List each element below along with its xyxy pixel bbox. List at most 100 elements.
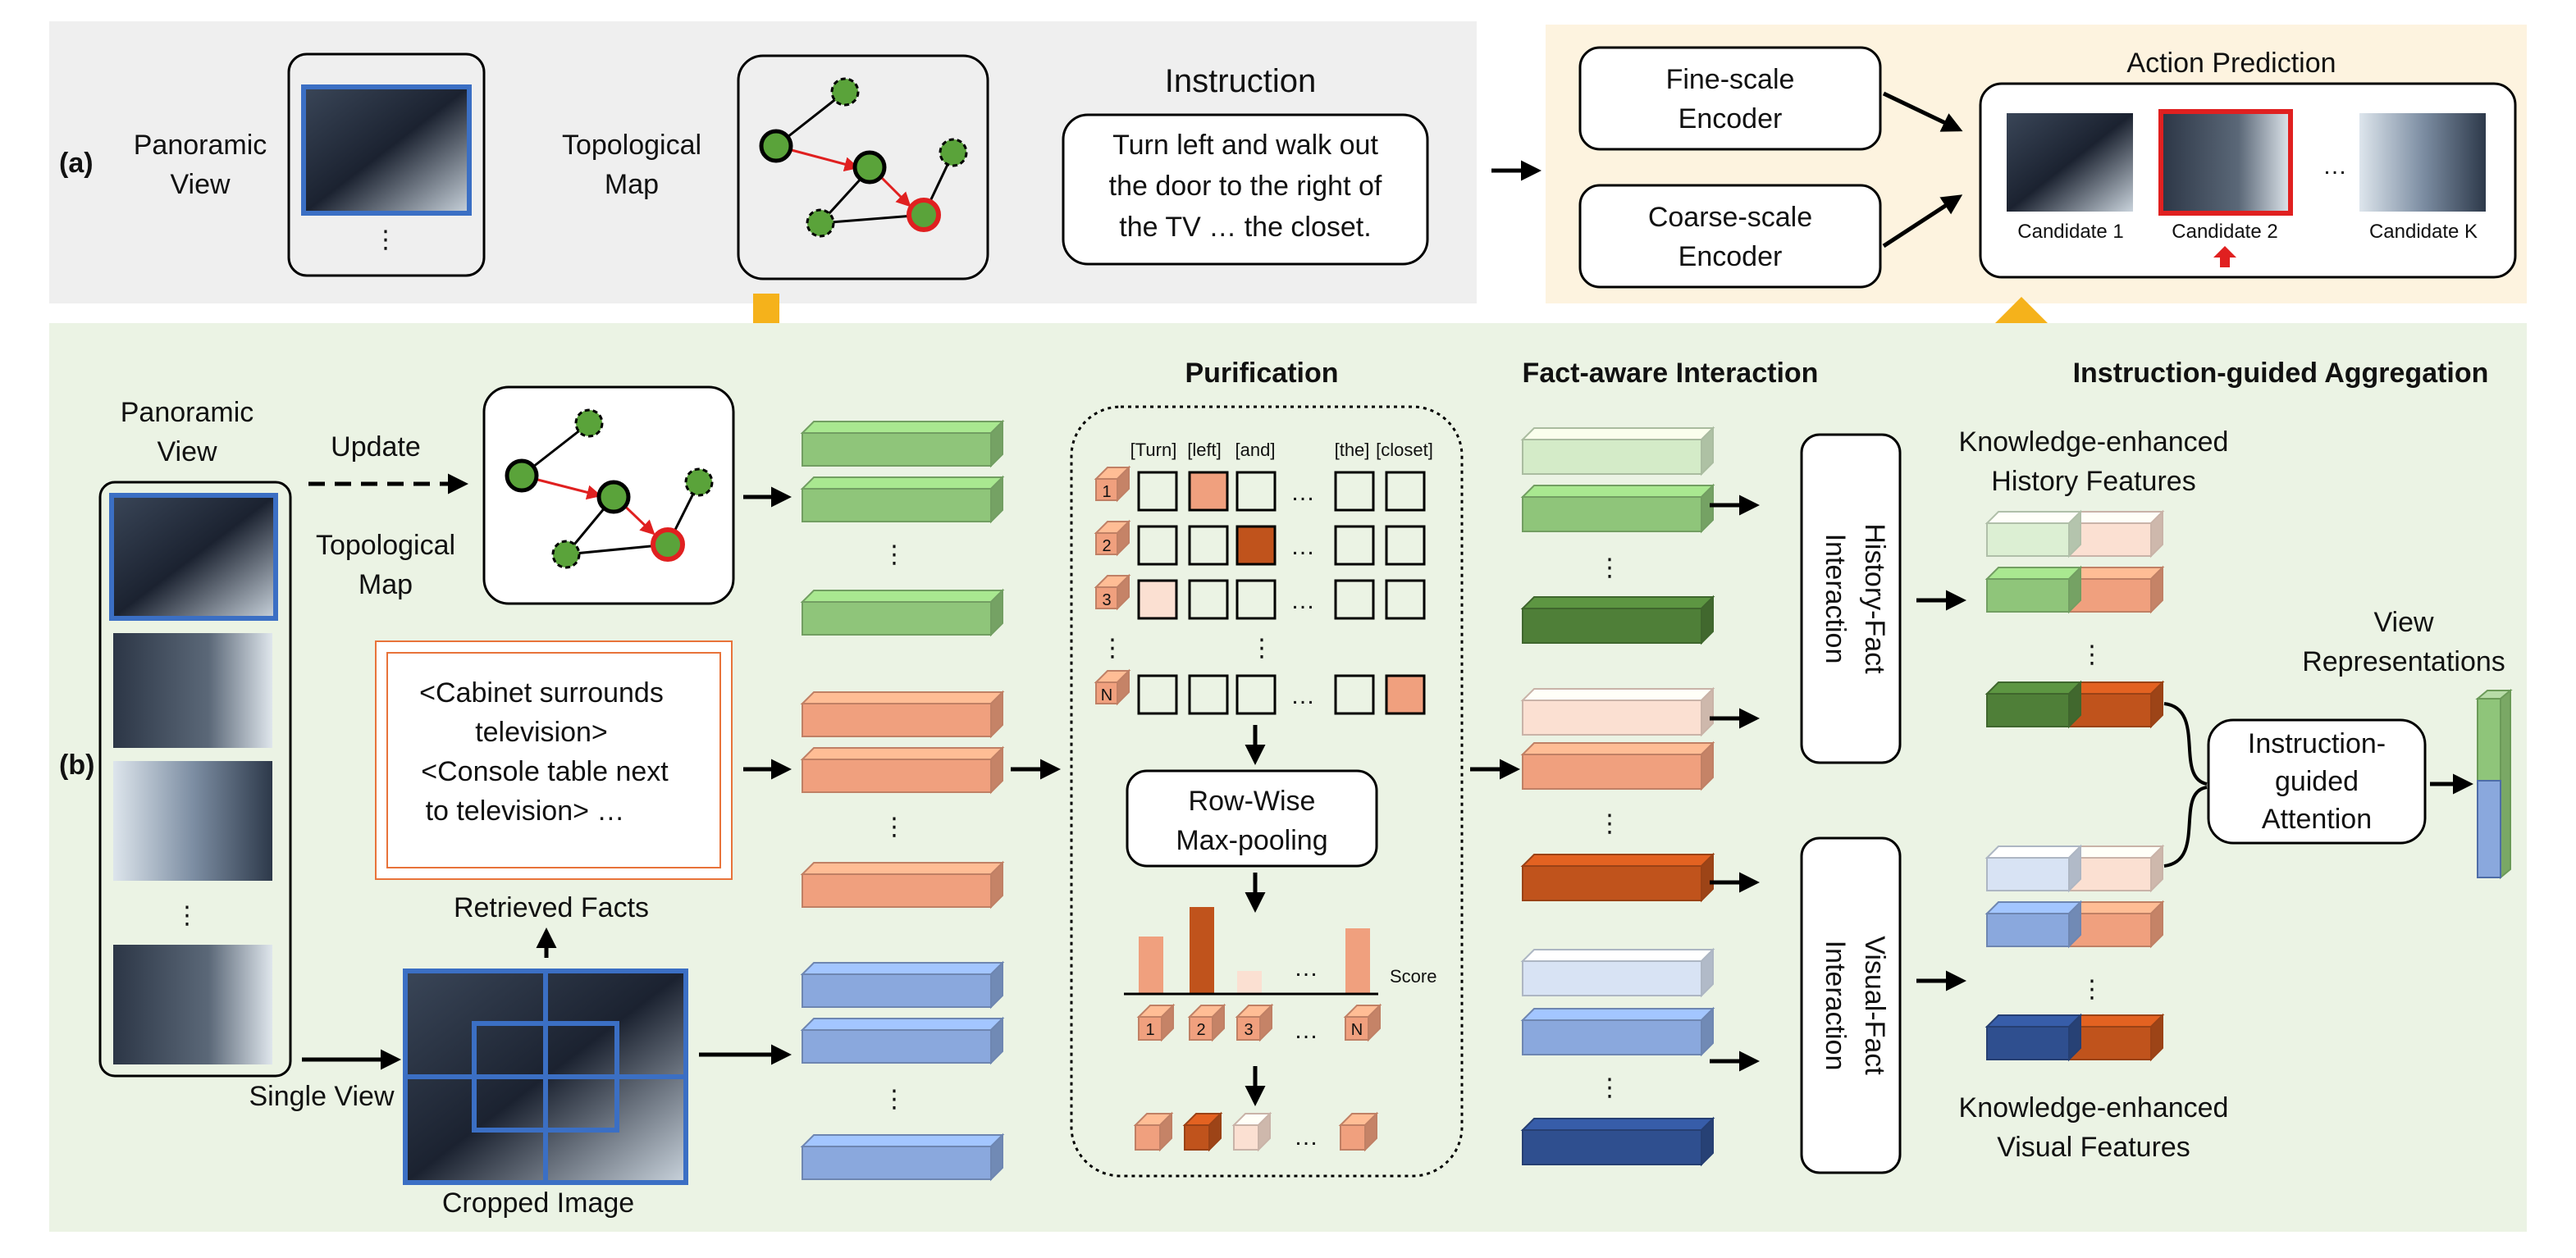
fact-interaction-bar <box>1520 852 1715 903</box>
fact-interaction-bar <box>1520 741 1715 791</box>
fine-encoder-line-2: Encoder <box>1679 103 1783 134</box>
selected-candidate-arrow-icon <box>2213 246 2236 267</box>
selected-fact-cube <box>1182 1111 1223 1152</box>
panorama-photo-3 <box>113 761 272 881</box>
matrix-cell <box>1188 471 1229 512</box>
matrix-cell <box>1334 471 1375 512</box>
row-wise-max-pooling-box <box>1126 769 1378 868</box>
history-feature-bar <box>800 419 1005 468</box>
score-bar <box>1139 937 1163 994</box>
topo-node-icon <box>830 77 860 107</box>
vertical-ellipsis: ⋮ <box>882 1086 907 1113</box>
visual-features-line-1: Knowledge-enhanced <box>1959 1092 2229 1124</box>
matrix-cell <box>1334 674 1375 715</box>
history-enhanced-feature <box>1985 509 2165 558</box>
vertical-ellipsis-b: ⋮ <box>175 902 199 929</box>
panorama-photo-1 <box>109 493 278 621</box>
visual-interaction-bar <box>1520 1116 1715 1167</box>
vertical-ellipsis: ⋮ <box>1597 810 1622 837</box>
attention-line-2: guided <box>2275 766 2359 797</box>
score-index-label: 1 <box>1145 1021 1154 1039</box>
vertical-ellipsis: ⋮ <box>1100 635 1125 662</box>
retrieved-facts-label: Retrieved Facts <box>454 892 649 923</box>
visual-enhanced-feature-fact-part <box>2067 844 2165 893</box>
panorama-photo-2 <box>113 633 272 748</box>
vertical-ellipsis: ⋮ <box>1597 1074 1622 1101</box>
selected-fact-cubes <box>1133 1111 1379 1152</box>
fact-interaction-title: Fact-aware Interaction <box>1523 358 1819 389</box>
fine-encoder-line-1: Fine-scale <box>1666 64 1795 95</box>
visual-fact-interaction-box <box>1800 836 1902 1174</box>
visual-enhanced-feature <box>1985 1013 2165 1062</box>
topo-node-icon <box>939 138 968 167</box>
history-enhanced-feature-base-part <box>1985 680 2083 729</box>
vertical-ellipsis: ⋮ <box>882 541 907 568</box>
fact-feature-bar <box>800 690 1005 739</box>
history-feature-bar <box>800 588 1005 637</box>
topo-node-icon <box>596 480 631 514</box>
retrieved-facts-box <box>375 640 733 880</box>
topo-node-icon <box>759 129 793 163</box>
candidate-2-label: Candidate 2 <box>2172 221 2277 243</box>
topo-node-icon <box>574 408 604 438</box>
instruction-title: Instruction <box>1165 63 1317 99</box>
score-dots: … <box>1294 955 1318 982</box>
pooling-line-1: Row-Wise <box>1189 786 1316 817</box>
history-enhanced-feature <box>1985 680 2165 729</box>
token-and: [and] <box>1235 440 1276 460</box>
interaction-feature-stacks: ⋮⋮⋮ <box>1520 426 1715 1167</box>
score-bar <box>1190 907 1214 994</box>
history-features-line-2: History Features <box>1991 466 2195 497</box>
vertical-ellipsis: ⋮ <box>882 814 907 841</box>
history-enhanced-feature-fact-part <box>2067 680 2165 729</box>
topo-graph-b <box>505 408 714 569</box>
matrix-dots: … <box>1290 587 1315 614</box>
instruction-line-2: the door to the right of <box>1109 171 1382 202</box>
score-label: Score <box>1390 966 1436 987</box>
topo-label-b1: Topological <box>316 530 455 561</box>
arrow-fine-to-prediction <box>1882 91 1963 132</box>
history-features-line-1: Knowledge-enhanced <box>1959 426 2229 458</box>
coarse-encoder-line-1: Coarse-scale <box>1648 202 1812 233</box>
matrix-cell <box>1385 471 1426 512</box>
history-interaction-bar <box>1520 483 1715 534</box>
token-turn: [Turn] <box>1130 440 1177 460</box>
score-bars <box>1139 907 1370 994</box>
score-index-cube <box>1343 1003 1382 1042</box>
row-index-cube <box>1094 519 1131 557</box>
token-closet: [closet] <box>1376 440 1433 460</box>
connector-history-to-attention <box>2163 702 2208 786</box>
attention-line-3: Attention <box>2262 804 2372 835</box>
score-index-label: N <box>1351 1021 1363 1039</box>
visual-enhanced-feature-fact-part <box>2067 900 2165 949</box>
pooling-line-2: Max-pooling <box>1176 825 1327 856</box>
history-enhanced-feature-fact-part <box>2067 565 2165 614</box>
selected-fact-cube <box>1231 1111 1272 1152</box>
history-enhanced-feature-fact-part <box>2067 509 2165 558</box>
row-index-cube <box>1094 465 1131 503</box>
topo-node-icon <box>505 458 539 493</box>
history-fact-interaction-box <box>1800 433 1902 764</box>
vertical-ellipsis: ⋮ <box>2080 976 2104 1003</box>
view-rep-line-2: Representations <box>2302 646 2505 677</box>
selected-fact-cube <box>1133 1111 1174 1152</box>
matrix-cell <box>1235 471 1277 512</box>
purification-title: Purification <box>1185 358 1338 389</box>
visual-interaction-line-2: Interaction <box>1820 941 1851 1071</box>
vertical-ellipsis-a: ⋮ <box>373 226 398 253</box>
candidate-1-photo <box>2007 113 2133 212</box>
similarity-matrix: 1…2…3…N…⋮⋮ <box>1094 465 1426 715</box>
visual-enhanced-feature <box>1985 844 2165 893</box>
view-rep-line-1: View <box>2373 607 2434 638</box>
score-bar <box>1237 971 1262 994</box>
fact-line-1: <Cabinet surrounds <box>419 677 664 709</box>
row-index-label: 3 <box>1102 591 1111 609</box>
fact-line-3: <Console table next <box>421 756 669 787</box>
topo-label-b2: Map <box>359 569 413 600</box>
history-interaction-bar <box>1520 595 1715 645</box>
row-index-cube <box>1094 668 1131 706</box>
matrix-cell <box>1385 579 1426 620</box>
history-interaction-line-2: Interaction <box>1820 534 1851 664</box>
candidate-1-label: Candidate 1 <box>2017 221 2123 243</box>
